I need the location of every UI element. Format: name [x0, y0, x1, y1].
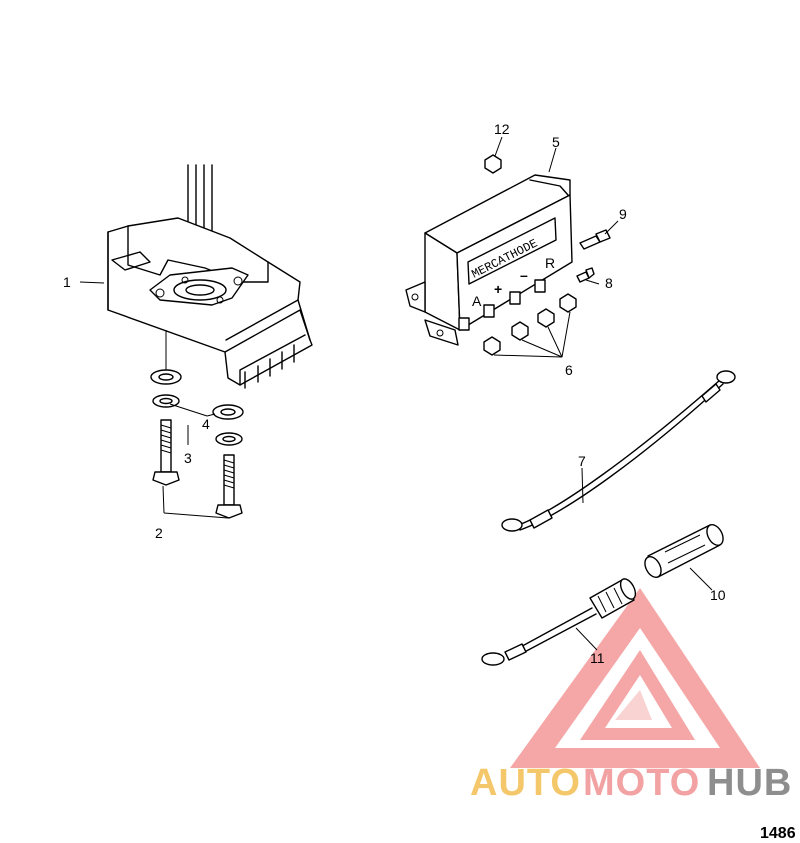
- callout-numbers: 1 2 3 4 5 6 7 8 9 10 11 12: [63, 121, 726, 666]
- terminal-label-minus: –: [520, 267, 528, 283]
- washers: [150, 369, 244, 446]
- callout-11: 11: [590, 650, 605, 666]
- callout-7: 7: [578, 453, 586, 469]
- fuse-holder: [481, 578, 637, 666]
- watermark-hub: HUB: [707, 762, 792, 804]
- ground-strap: [501, 370, 736, 532]
- terminal-label-r: R: [545, 255, 555, 271]
- callout-4: 4: [202, 416, 210, 432]
- rectifier-unit: MERCATHODE A + – R: [405, 174, 611, 346]
- callout-9: 9: [619, 206, 627, 222]
- watermark-logo: [510, 588, 760, 768]
- watermark-moto: MOTO: [583, 762, 700, 804]
- fuse: [644, 524, 724, 578]
- callout-10: 10: [710, 587, 726, 603]
- mounting-bracket: [107, 164, 313, 389]
- callout-8: 8: [605, 275, 613, 291]
- leader-lines: [79, 136, 713, 651]
- callout-5: 5: [552, 134, 560, 150]
- callout-12: 12: [494, 121, 510, 137]
- nuts: [483, 154, 577, 356]
- terminal-label-a: A: [472, 293, 482, 309]
- drawing-number: 1486: [760, 825, 796, 842]
- callout-6: 6: [565, 362, 573, 378]
- watermark-auto: AUTO: [470, 762, 581, 804]
- watermark-text: AUTO MOTO HUB: [470, 762, 792, 804]
- callout-1: 1: [63, 274, 71, 290]
- bolts: [152, 419, 243, 519]
- terminal-label-plus: +: [494, 281, 502, 297]
- callout-2: 2: [155, 525, 163, 541]
- callout-3: 3: [184, 450, 192, 466]
